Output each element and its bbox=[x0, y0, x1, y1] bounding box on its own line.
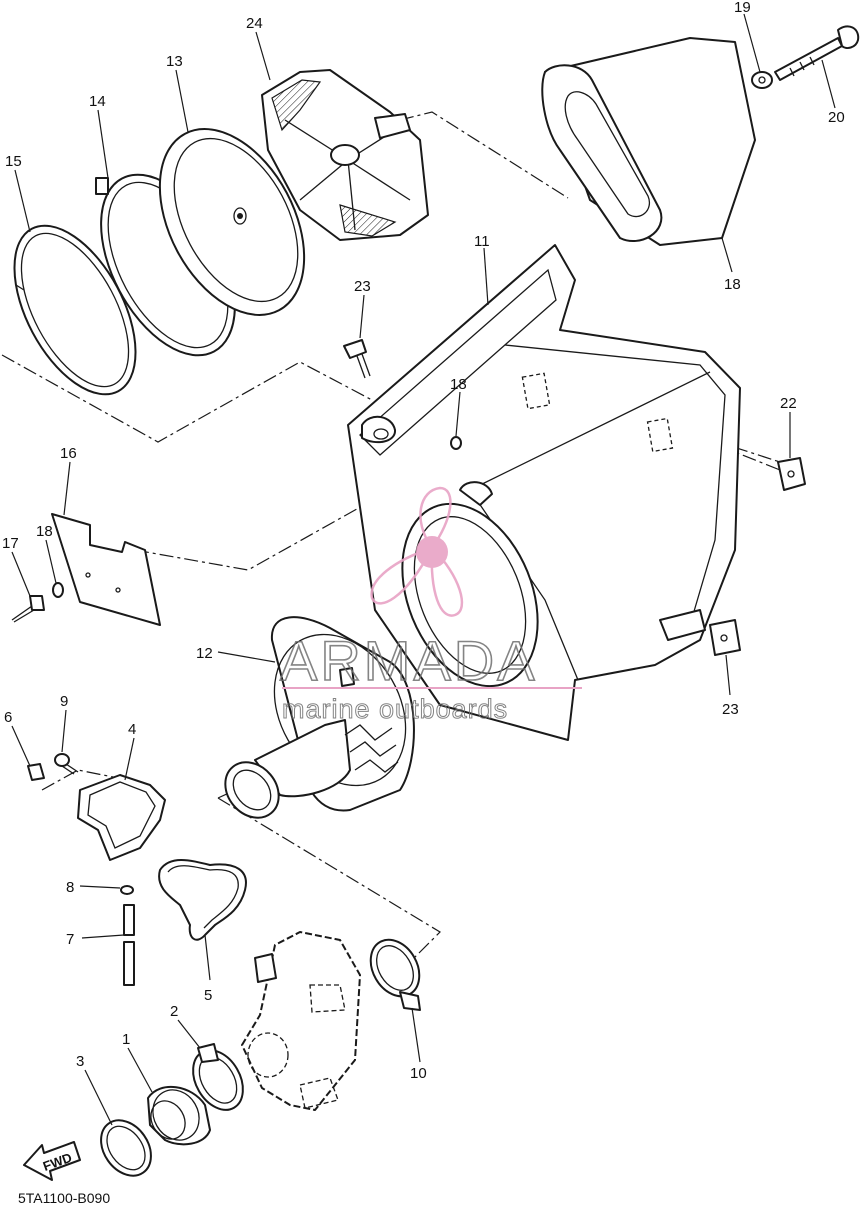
part-7-hose bbox=[123, 904, 135, 986]
callout-5: 5 bbox=[204, 987, 212, 1004]
callout-labels: 15 14 13 24 19 20 18 11 23 18 22 23 16 1… bbox=[2, 0, 845, 1082]
callout-17: 17 bbox=[2, 535, 19, 552]
callout-1: 1 bbox=[122, 1031, 130, 1048]
carburetor-reference bbox=[241, 931, 361, 1111]
leader-lines bbox=[11, 13, 836, 1126]
callout-23-upper: 22 bbox=[780, 395, 797, 412]
callout-11: 11 bbox=[474, 233, 490, 250]
part-17-screw bbox=[11, 595, 45, 623]
watermark-tagline: marine outboards bbox=[282, 694, 508, 724]
watermark-brand: ARMADA bbox=[280, 629, 538, 692]
part-1-carburetor-joint bbox=[147, 1085, 211, 1146]
part-13-filter-element bbox=[158, 128, 306, 316]
callout-8: 8 bbox=[66, 879, 74, 896]
callout-15: 15 bbox=[5, 153, 22, 170]
part-23-clip-upper bbox=[777, 457, 806, 491]
callout-2: 2 bbox=[170, 1003, 178, 1020]
part-24-bolt bbox=[343, 339, 371, 379]
callout-23-lower: 23 bbox=[722, 701, 739, 718]
part-19-sponge-element bbox=[541, 37, 756, 246]
callout-24: 23 bbox=[354, 278, 371, 295]
callout-4: 4 bbox=[128, 721, 136, 738]
part-2-clamp bbox=[192, 1043, 244, 1111]
part-5-gasket bbox=[158, 859, 247, 941]
part-21-wing-bolt bbox=[774, 25, 860, 81]
callout-21: 20 bbox=[828, 109, 845, 126]
part-18-washer-upper bbox=[450, 436, 462, 450]
callout-10: 10 bbox=[410, 1065, 427, 1082]
diagram-code: 5TA1100-B090 bbox=[18, 1190, 110, 1206]
callout-6: 6 bbox=[4, 709, 12, 726]
part-9-screw bbox=[54, 753, 79, 775]
part-3-clamp bbox=[100, 1119, 152, 1177]
part-20-washer bbox=[751, 71, 773, 89]
callout-13: 13 bbox=[166, 53, 183, 70]
part-22-filter-guide bbox=[261, 69, 429, 241]
callout-14: 14 bbox=[89, 93, 106, 110]
callout-16: 16 bbox=[60, 445, 77, 462]
callout-19: 18 bbox=[724, 276, 741, 293]
armada-watermark: ARMADA marine outboards bbox=[279, 486, 582, 725]
part-6-nut bbox=[27, 763, 45, 781]
callout-20: 19 bbox=[734, 0, 751, 16]
part-4-cover bbox=[77, 774, 166, 861]
propeller-logo-icon bbox=[370, 486, 464, 617]
callout-9: 9 bbox=[60, 693, 68, 710]
part-16-plate bbox=[51, 513, 161, 626]
part-23-clip-lower bbox=[709, 619, 741, 656]
part-18-washer-lower bbox=[52, 582, 64, 598]
callout-3: 3 bbox=[76, 1053, 84, 1070]
fwd-arrow: FWD bbox=[23, 1141, 81, 1181]
part-10-clamp bbox=[369, 938, 421, 1011]
part-15-band bbox=[13, 224, 137, 396]
callout-22: 24 bbox=[246, 15, 263, 32]
part-8-ring bbox=[120, 885, 134, 895]
callout-18-lower: 18 bbox=[36, 523, 53, 540]
callout-18-upper: 18 bbox=[450, 376, 467, 393]
callout-12: 12 bbox=[196, 645, 213, 662]
part-12-intake-joint bbox=[224, 616, 415, 819]
callout-7: 7 bbox=[66, 931, 74, 948]
